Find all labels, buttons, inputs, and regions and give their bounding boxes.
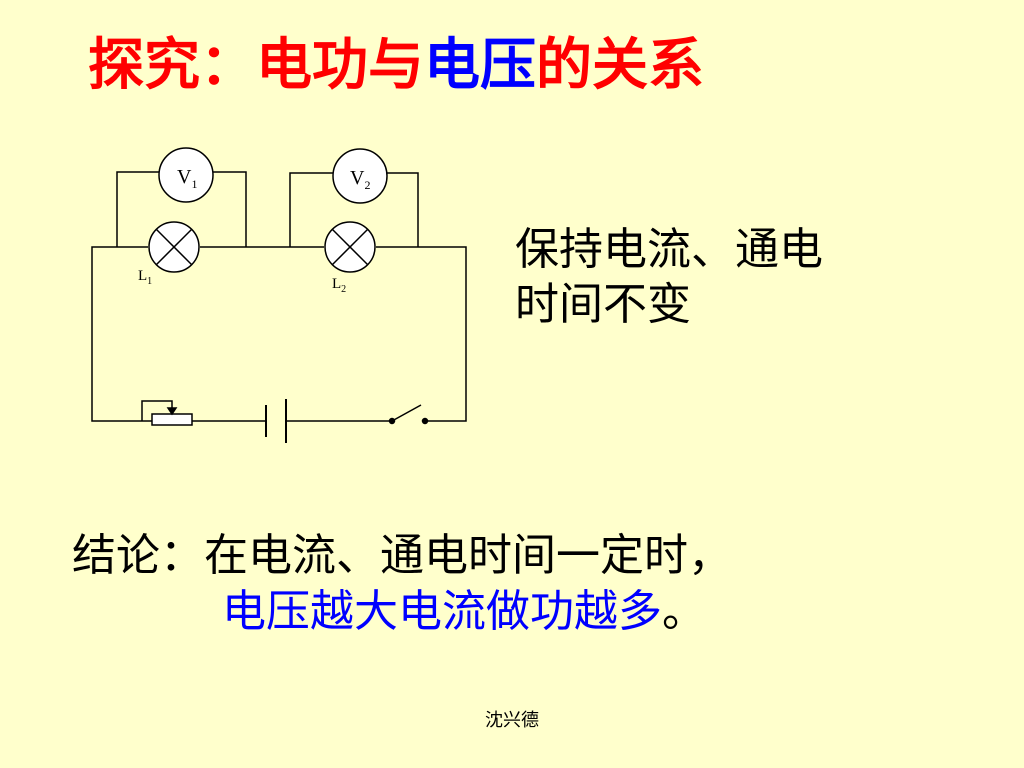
conclusion-text: 结论：在电流、通电时间一定时， 电压越大电流做功越多。 — [72, 528, 732, 640]
wire-v1-right — [212, 171, 247, 247]
conclusion-line-1: 结论：在电流、通电时间一定时， — [72, 530, 732, 581]
l2-label: L2 — [332, 276, 346, 295]
condition-line-2: 时间不变 — [515, 279, 691, 330]
lamp-l2 — [324, 221, 376, 273]
wire-v2-right — [386, 172, 419, 247]
wire-right — [376, 246, 467, 422]
wire-main-loop — [91, 246, 148, 422]
voltmeter-v1 — [158, 147, 214, 203]
title-red-part-end: 的关系 — [536, 33, 704, 98]
wire-v1-left — [116, 171, 160, 247]
title-blue-part: 电压 — [424, 33, 536, 98]
footer-author: 沈兴德 — [485, 710, 539, 731]
page-title: 探究：电功与电压的关系 — [88, 30, 704, 102]
battery — [265, 399, 287, 443]
condition-line-1: 保持电流、通电 — [515, 224, 823, 275]
rheostat — [138, 400, 193, 426]
l1-label: L1 — [138, 268, 152, 287]
wire-v2-left — [289, 172, 334, 247]
conclusion-period: 。 — [662, 586, 706, 637]
conclusion-line-2: 电压越大电流做功越多。 — [72, 584, 732, 640]
voltmeter-v2 — [332, 148, 388, 204]
switch — [388, 404, 429, 425]
v2-label: V2 — [350, 167, 370, 192]
lamp-l1 — [148, 221, 200, 273]
v1-label: V1 — [177, 166, 197, 191]
condition-text: 保持电流、通电 时间不变 — [515, 222, 935, 332]
title-red-part: 探究：电功与 — [88, 33, 424, 98]
conclusion-highlight: 电压越大电流做功越多 — [222, 586, 662, 637]
